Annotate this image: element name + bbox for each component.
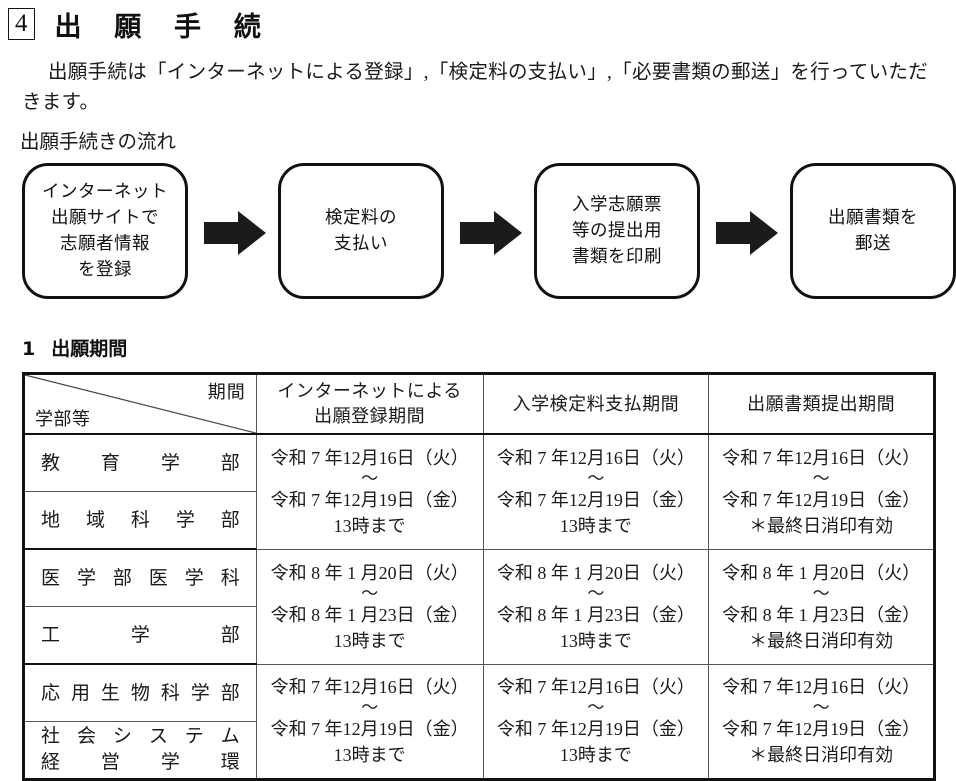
documents-period-cell: 令和 7 年12月16日（火） 〜 令和 7 年12月19日（金） ＊最終日消印… <box>708 433 935 550</box>
payment-period-cell: 令和 7 年12月16日（火） 〜 令和 7 年12月19日（金） 13時まで <box>482 433 710 550</box>
flow-step-payment: 検定料の 支払い <box>278 163 444 299</box>
page-title: 出 願 手 続 <box>54 11 274 42</box>
subsection-heading: 1 出願期間 <box>22 334 127 361</box>
flow-step-print: 入学志願票 等の提出用 書類を印刷 <box>534 163 700 299</box>
faculty-cell: 社 会 シ ス テ ム 経 営 学 環 <box>23 721 257 780</box>
flow-step-print-label: 入学志願票 等の提出用 書類を印刷 <box>572 195 662 267</box>
flow-step-register-label: インターネット 出願サイトで 志願者情報 を登録 <box>42 182 168 280</box>
diagonal-line-icon <box>25 375 256 433</box>
table-corner-cell: 期間 学部等 <box>23 373 257 435</box>
subsection-title: 出願期間 <box>51 338 128 360</box>
table-row: 医 学 部 医 学 科 令和 8 年 1 月20日（火） 〜 令和 8 年 1 … <box>23 548 935 665</box>
flow-label: 出願手続きの流れ <box>20 130 177 153</box>
internet-period-cell: 令和 7 年12月16日（火） 〜 令和 7 年12月19日（金） 13時まで <box>255 663 484 780</box>
flow-step-mail-label: 出願書類を 郵送 <box>828 208 918 254</box>
table-row: 教 育 学 部 令和 7 年12月16日（火） 〜 令和 7 年12月19日（金… <box>23 433 935 550</box>
column-header-payment: 入学検定料支払期間 <box>482 373 710 435</box>
column-header-documents: 出願書類提出期間 <box>708 373 935 435</box>
section-number-box: 4 <box>8 8 35 40</box>
table-row: 地 域 科 学 部 <box>23 491 935 550</box>
arrow-right-icon <box>204 211 266 255</box>
internet-period-cell: 令和 7 年12月16日（火） 〜 令和 7 年12月19日（金） 13時まで <box>255 433 484 550</box>
corner-label-faculty: 学部等 <box>35 409 91 429</box>
flow-step-mail: 出願書類を 郵送 <box>790 163 956 299</box>
payment-period-cell: 令和 8 年 1 月20日（火） 〜 令和 8 年 1 月23日（金） 13時ま… <box>482 548 710 665</box>
faculty-cell: 工 学 部 <box>23 606 257 665</box>
documents-period-cell: 令和 8 年 1 月20日（火） 〜 令和 8 年 1 月23日（金） ＊最終日… <box>708 548 935 665</box>
faculty-cell: 教 育 学 部 <box>23 433 257 492</box>
table-row: 応 用 生 物 科 学 部 令和 7 年12月16日（火） 〜 令和 7 年12… <box>23 663 935 780</box>
internet-period-cell: 令和 8 年 1 月20日（火） 〜 令和 8 年 1 月23日（金） 13時ま… <box>255 548 484 665</box>
table-row: 工 学 部 <box>23 606 935 665</box>
faculty-cell: 地 域 科 学 部 <box>23 491 257 550</box>
column-header-internet: インターネットによる 出願登録期間 <box>255 373 484 435</box>
application-periods-table-wrap: 期間 学部等 インターネットによる 出願登録期間 入学検定料支払期間 出願書類提… <box>22 372 936 781</box>
faculty-cell: 医 学 部 医 学 科 <box>23 548 257 607</box>
intro-text: 出願手続は「インターネットによる登録」,「検定料の支払い」,「必要書類の郵送」を… <box>22 62 928 113</box>
application-periods-table: 期間 学部等 インターネットによる 出願登録期間 入学検定料支払期間 出願書類提… <box>22 372 936 781</box>
faculty-cell: 応 用 生 物 科 学 部 <box>23 663 257 722</box>
arrow-right-icon <box>716 211 778 255</box>
payment-period-cell: 令和 7 年12月16日（火） 〜 令和 7 年12月19日（金） 13時まで <box>482 663 710 780</box>
intro-paragraph: 出願手続は「インターネットによる登録」,「検定料の支払い」,「必要書類の郵送」を… <box>22 58 942 118</box>
subsection-number: 1 <box>22 338 36 360</box>
flow-step-register: インターネット 出願サイトで 志願者情報 を登録 <box>22 163 188 299</box>
table-header-row: 期間 学部等 インターネットによる 出願登録期間 入学検定料支払期間 出願書類提… <box>23 373 935 435</box>
corner-label-period: 期間 <box>207 382 246 402</box>
documents-period-cell: 令和 7 年12月16日（火） 〜 令和 7 年12月19日（金） ＊最終日消印… <box>708 663 935 780</box>
arrow-right-icon <box>460 211 522 255</box>
section-title: 4 出 願 手 続 <box>8 4 274 44</box>
flow-step-payment-label: 検定料の 支払い <box>325 208 397 254</box>
application-flow-diagram: インターネット 出願サイトで 志願者情報 を登録 検定料の 支払い 入学志願票 … <box>22 163 956 303</box>
